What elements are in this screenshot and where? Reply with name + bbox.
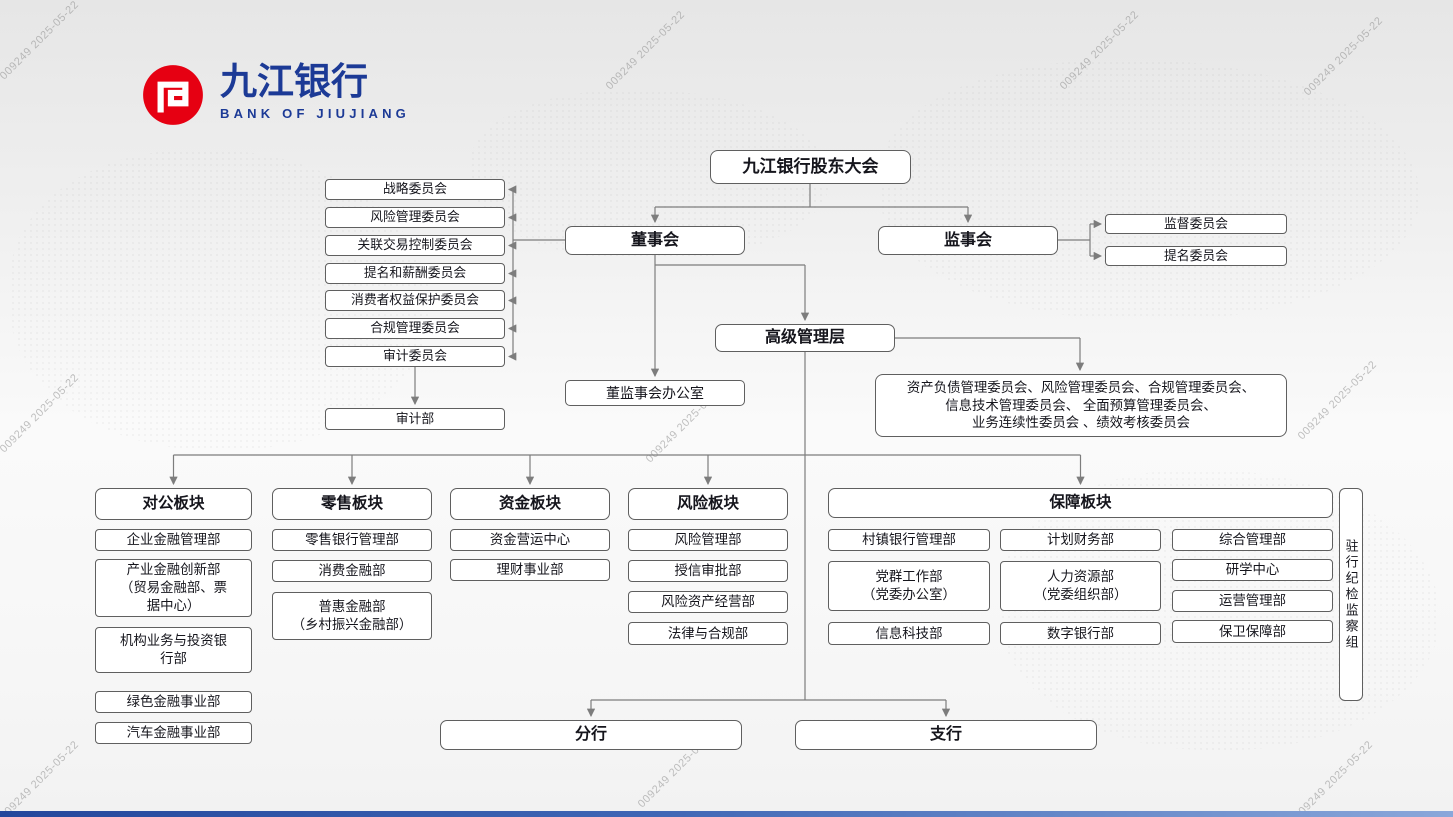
retail-item-inclusive-finance: 普惠金融部 （乡村振兴金融部） <box>272 592 432 640</box>
risk-block-title: 风险板块 <box>628 488 788 520</box>
risk-item-risk-management: 风险管理部 <box>628 529 788 551</box>
support-item-information-technology: 信息科技部 <box>828 622 990 645</box>
retail-block-title: 零售板块 <box>272 488 432 520</box>
risk-item-risk-asset-operation: 风险资产经营部 <box>628 591 788 613</box>
treasury-item-funds-operation: 资金营运中心 <box>450 529 610 551</box>
world-map-background <box>880 60 1420 320</box>
node-board-of-directors: 董事会 <box>565 226 745 255</box>
corporate-item-enterprise-finance: 企业金融管理部 <box>95 529 252 551</box>
board-committee-nomination-remuneration: 提名和薪酬委员会 <box>325 263 505 284</box>
node-senior-management: 高级管理层 <box>715 324 895 352</box>
node-discipline-inspection-group: 驻行纪检监察组 <box>1339 488 1363 701</box>
node-audit-department: 审计部 <box>325 408 505 430</box>
bank-logo: 九江银行 BANK OF JIUJIANG <box>140 62 410 128</box>
support-item-village-bank-management: 村镇银行管理部 <box>828 529 990 551</box>
supervisory-committee-supervision: 监督委员会 <box>1105 214 1287 234</box>
support-item-digital-banking: 数字银行部 <box>1000 622 1161 645</box>
bank-name-chinese: 九江银行 <box>220 59 368 103</box>
support-item-general-management: 综合管理部 <box>1172 529 1333 551</box>
treasury-item-wealth-management: 理财事业部 <box>450 559 610 581</box>
bottom-accent-bar <box>0 811 1453 817</box>
support-item-planning-finance: 计划财务部 <box>1000 529 1161 551</box>
corporate-item-auto-finance: 汽车金融事业部 <box>95 722 252 744</box>
board-committee-risk: 风险管理委员会 <box>325 207 505 228</box>
support-item-security-support: 保卫保障部 <box>1172 620 1333 643</box>
corporate-item-industrial-finance: 产业金融创新部 （贸易金融部、票 据中心） <box>95 559 252 617</box>
treasury-block-title: 资金板块 <box>450 488 610 520</box>
board-committee-related-transactions: 关联交易控制委员会 <box>325 235 505 256</box>
supervisory-committee-nomination: 提名委员会 <box>1105 246 1287 266</box>
management-committees-line: 信息技术管理委员会、 全面预算管理委员会、 <box>945 397 1217 413</box>
node-branch: 分行 <box>440 720 742 750</box>
board-committee-consumer-protection: 消费者权益保护委员会 <box>325 290 505 311</box>
board-committee-audit: 审计委员会 <box>325 346 505 367</box>
risk-item-credit-approval: 授信审批部 <box>628 560 788 582</box>
board-committee-compliance: 合规管理委员会 <box>325 318 505 339</box>
management-committees-line: 业务连续性委员会 、绩效考核委员会 <box>972 415 1190 431</box>
corporate-block-title: 对公板块 <box>95 488 252 520</box>
bank-name-english: BANK OF JIUJIANG <box>220 105 410 121</box>
support-block-title: 保障板块 <box>828 488 1333 518</box>
risk-item-legal-compliance: 法律与合规部 <box>628 622 788 645</box>
support-item-research-center: 研学中心 <box>1172 559 1333 581</box>
corporate-item-green-finance: 绿色金融事业部 <box>95 691 252 713</box>
corporate-item-institutional-investment-banking: 机构业务与投资银 行部 <box>95 627 252 673</box>
management-committees-box: 资产负债管理委员会、风险管理委员会、合规管理委员会、 信息技术管理委员会、 全面… <box>875 374 1287 437</box>
node-board-office: 董监事会办公室 <box>565 380 745 406</box>
management-committees-line: 资产负债管理委员会、风险管理委员会、合规管理委员会、 <box>906 379 1256 395</box>
retail-item-retail-banking: 零售银行管理部 <box>272 529 432 551</box>
support-item-party-work: 党群工作部 （党委办公室） <box>828 561 990 611</box>
node-supervisory-board: 监事会 <box>878 226 1058 255</box>
support-item-human-resources: 人力资源部 （党委组织部） <box>1000 561 1161 611</box>
support-item-operations-management: 运营管理部 <box>1172 590 1333 612</box>
node-shareholders-meeting: 九江银行股东大会 <box>710 150 911 184</box>
bank-logo-icon <box>143 65 203 125</box>
retail-item-consumer-finance: 消费金融部 <box>272 560 432 582</box>
node-sub-branch: 支行 <box>795 720 1097 750</box>
board-committee-strategy: 战略委员会 <box>325 179 505 200</box>
